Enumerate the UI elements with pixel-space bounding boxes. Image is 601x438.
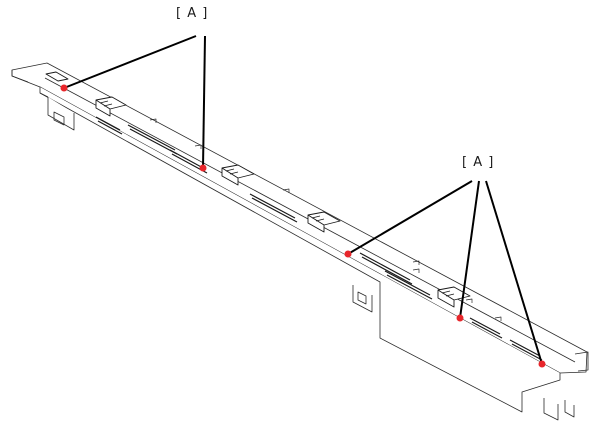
screw-marker [199,164,207,172]
center-leg [352,285,373,313]
leader-right-c [485,180,543,365]
screw-marker [456,314,464,322]
rail-front-flange [39,87,561,413]
callout-label-top: [ A ] [176,6,209,21]
callout-label-right: [ A ] [462,155,495,170]
latch-blocks [45,71,471,308]
screw-marker [538,360,546,368]
screw-markers [60,84,546,368]
screw-marker [344,250,352,258]
connector-slots [95,116,543,361]
leader-right-b [459,180,480,319]
right-leg-a [543,398,559,421]
left-leg [47,97,75,131]
rail-flange-bottom [39,92,49,98]
right-leg-b [564,400,575,418]
left-end-tab [11,70,29,83]
left-leg-slot [53,111,65,126]
leader-top-right [202,35,206,169]
screw-marker [60,84,68,92]
center-leg-slot [357,291,367,305]
right-end-tab [574,351,589,372]
edge-notches [149,118,502,321]
rail-assembly [11,62,589,421]
leader-right-a [347,180,473,255]
leader-top-left [63,35,197,89]
leader-lines [63,35,543,365]
